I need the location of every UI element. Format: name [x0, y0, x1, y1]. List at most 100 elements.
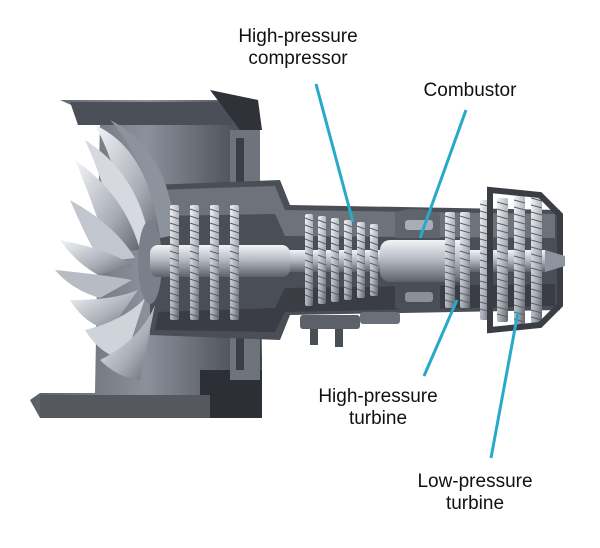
lpt-stage-blade	[496, 201, 509, 206]
label-combustor: Combustor	[423, 80, 517, 101]
lpt-stage-blade	[496, 236, 509, 241]
lpc-stage-blade	[189, 292, 200, 297]
lpc-stage-blade	[169, 299, 180, 304]
hpc-stage-blade	[356, 239, 366, 244]
lpt-stage-blade	[530, 211, 543, 216]
hpc-stage-blade	[330, 221, 340, 226]
lpt-stage-blade	[496, 285, 509, 290]
lpt-stage-blade	[513, 283, 526, 288]
hpt-stage-blade	[459, 257, 471, 262]
lpt-stage-blade	[496, 313, 509, 318]
lpt-stage-blade	[496, 208, 509, 213]
hpc-stage-blade	[317, 261, 327, 266]
lpc-stage-blade	[209, 250, 220, 255]
hp-compressor-leader-line	[314, 83, 355, 223]
lpc-stage-blade	[209, 285, 220, 290]
hpc-stage-blade	[356, 232, 366, 237]
lpc-stage-blade	[189, 215, 200, 220]
hpt-stage-blade	[459, 236, 471, 241]
hpc-stage-blade	[304, 287, 314, 292]
hpt-stage-blade	[459, 222, 471, 227]
hpc-stage-blade	[369, 290, 379, 295]
label-high-pressure-turbine: High-pressure turbine	[318, 386, 438, 429]
hpc-stage-blade	[369, 276, 379, 281]
lpt-stage-blade	[513, 311, 526, 316]
lpc-stage-blade	[209, 278, 220, 283]
lpc-stage-blade	[169, 292, 180, 297]
combustor-leader-line	[418, 109, 468, 239]
lpc-stage	[190, 205, 199, 320]
lpt-stage-blade	[530, 253, 543, 258]
lpt-stage-blade	[530, 274, 543, 279]
lpt-stage-blade	[530, 232, 543, 237]
hpc-stage-blade	[330, 249, 340, 254]
hpc-stage-blade	[304, 266, 314, 271]
lpc-stage-blade	[169, 264, 180, 269]
lpc-stage-blade	[169, 306, 180, 311]
lpc-stage-blade	[169, 243, 180, 248]
lpc-stage-blade	[189, 299, 200, 304]
lpc-stage-blade	[229, 236, 240, 241]
hpc-stage-blade	[343, 286, 353, 291]
hpc-stage-blade	[330, 263, 340, 268]
lpc-stage-blade	[189, 285, 200, 290]
hpt-stage-blade	[459, 271, 471, 276]
hpc-stage-blade	[304, 294, 314, 299]
lpc-stage-blade	[229, 306, 240, 311]
lpt-stage-blade	[513, 290, 526, 295]
lpt-stage-blade	[530, 316, 543, 321]
hpt-stage-blade	[444, 292, 456, 297]
hpt-stage-blade	[444, 285, 456, 290]
hpc-stage-blade	[369, 248, 379, 253]
lpc-stage-blade	[189, 208, 200, 213]
hpt-stage-blade	[459, 264, 471, 269]
lpc-stage-blade	[229, 208, 240, 213]
lpc-stage-blade	[189, 250, 200, 255]
hpt-stage-blade	[444, 236, 456, 241]
accessory-gearbox	[300, 312, 400, 347]
hpc-stage-blade	[317, 275, 327, 280]
lpt-stage-blade	[530, 267, 543, 272]
lpt-stage-blade	[513, 227, 526, 232]
hpc-stage	[331, 218, 339, 302]
lpt-stage-blade	[513, 276, 526, 281]
lpc-stage-blade	[169, 236, 180, 241]
lpt-stage-blade	[513, 206, 526, 211]
hpc-stage-blade	[304, 238, 314, 243]
lpt-stage-blade	[496, 278, 509, 283]
lpc-stage-blade	[189, 313, 200, 318]
lpt-stage-blade	[496, 292, 509, 297]
lpt-stage-blade	[530, 281, 543, 286]
lpt-stage-blade	[513, 248, 526, 253]
hpc-stage-blade	[343, 258, 353, 263]
hpt-stage-blade	[459, 215, 471, 220]
lpc-stage-blade	[229, 292, 240, 297]
hpc-stage-blade	[369, 283, 379, 288]
hpc-stage-blade	[304, 259, 314, 264]
low-pressure-compressor	[169, 205, 240, 320]
exhaust-casing	[487, 186, 565, 334]
hpc-stage-blade	[304, 252, 314, 257]
hpc-stage-blade	[343, 293, 353, 298]
lpc-stage-blade	[209, 208, 220, 213]
lpc-stage-blade	[169, 222, 180, 227]
lpc-stage-blade	[169, 257, 180, 262]
lpt-stage-blade	[513, 269, 526, 274]
lpc-stage-blade	[209, 264, 220, 269]
lpc-stage-blade	[169, 285, 180, 290]
hpc-stage-blade	[343, 251, 353, 256]
lpc-stage-blade	[229, 299, 240, 304]
lpt-stage-blade	[530, 309, 543, 314]
hpc-stage-blade	[304, 280, 314, 285]
lpt-stage-blade	[496, 299, 509, 304]
hpt-stage-blade	[444, 222, 456, 227]
lpt-stage-blade	[496, 250, 509, 255]
hpt-stage-blade	[444, 215, 456, 220]
lpt-stage-blade	[496, 229, 509, 234]
hpt-stage-blade	[444, 229, 456, 234]
high-pressure-turbine-stages	[444, 212, 471, 308]
lpt-stage-blade	[513, 220, 526, 225]
lpt-stage-blade	[530, 225, 543, 230]
lpc-stage-blade	[209, 299, 220, 304]
lpc-stage-blade	[169, 271, 180, 276]
